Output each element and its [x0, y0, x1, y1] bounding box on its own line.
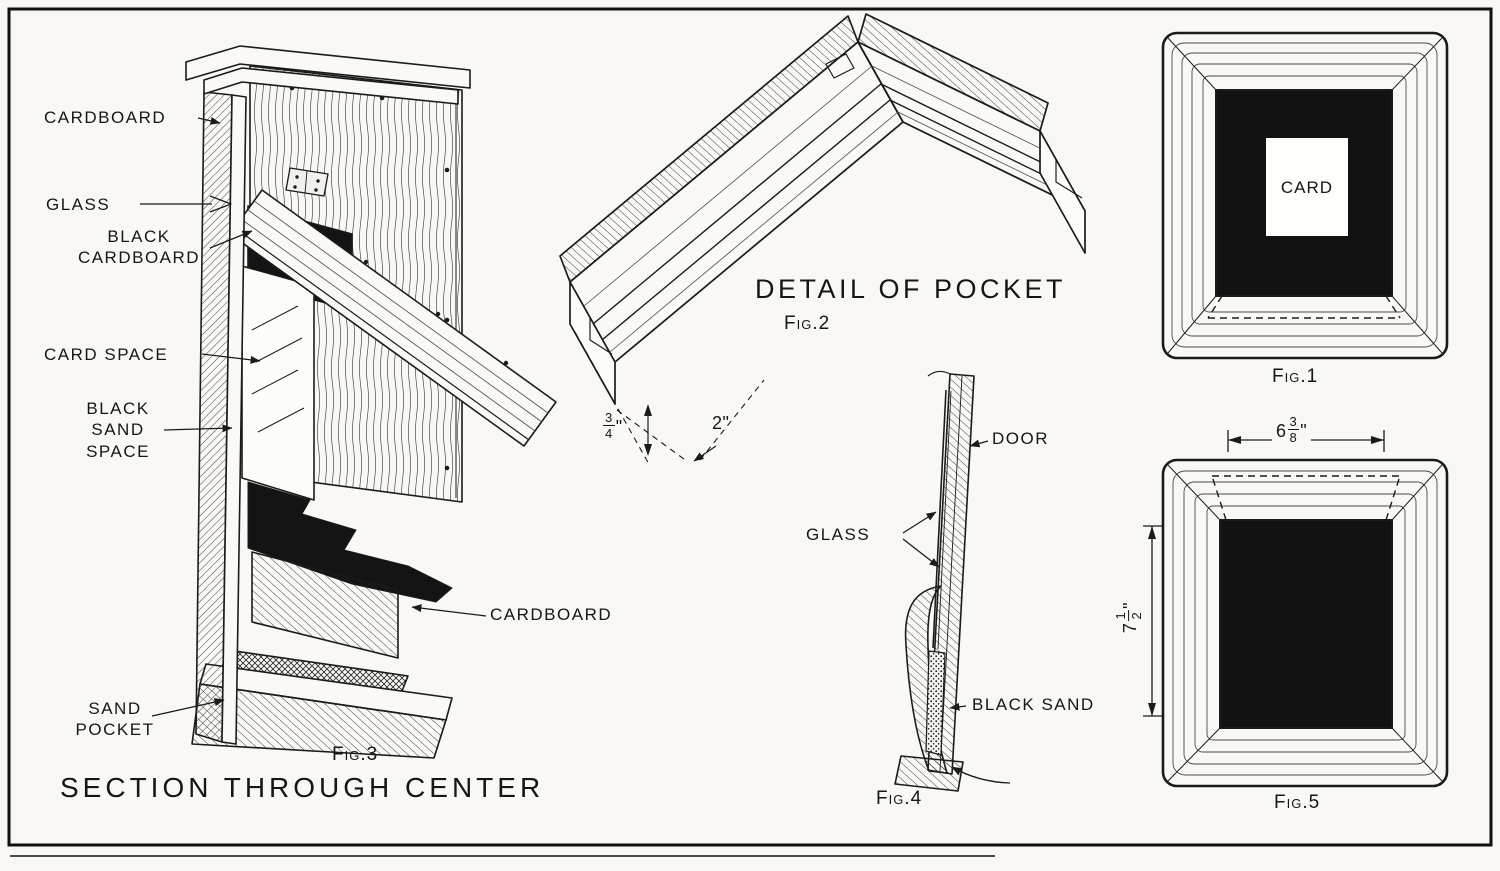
black-sand-pocket — [925, 650, 946, 756]
fig2-width-dimension: 2" — [712, 413, 730, 433]
hinge — [285, 167, 329, 197]
fig3-label-cardboard-lower: CARDBOARD — [490, 605, 613, 624]
fig4-caption: Fig.4 — [876, 788, 923, 809]
plate-border — [7, 7, 1493, 857]
fig2-title: DETAIL OF POCKET — [755, 274, 1067, 304]
fig4-label-black-sand: BLACK SAND — [972, 695, 1095, 714]
fig1-drawing — [1161, 31, 1449, 360]
fig4-label-glass: GLASS — [806, 525, 871, 544]
hidden-pocket-dashes-top — [1211, 475, 1401, 521]
fig2-extension-lines — [574, 331, 765, 467]
fig5-caption: Fig.5 — [1274, 792, 1321, 813]
fig5-drawing — [1143, 430, 1449, 788]
fig5-dim-lines — [1143, 430, 1385, 717]
card-space-glass — [241, 265, 315, 501]
hinged-flap — [229, 167, 557, 447]
glass-pane — [932, 389, 952, 650]
fig2-dim-arrows — [644, 404, 717, 462]
fig3-label-black-cardboard: BLACK CARDBOARD — [77, 227, 201, 268]
fig3-label-glass: GLASS — [46, 195, 111, 214]
fig3-label-black-sand-space: BLACK SAND SPACE — [86, 399, 150, 461]
fig4-label-door: DOOR — [992, 429, 1049, 448]
fig3-label-cardboard-top: CARDBOARD — [44, 108, 167, 127]
fig3-leaders — [140, 116, 487, 717]
fig1-card-label: CARD — [1280, 178, 1334, 197]
black-sand-front — [1219, 519, 1393, 729]
fig4-drawing — [894, 370, 1011, 792]
lower-cardboard — [251, 551, 399, 659]
fig2-drawing — [559, 13, 1086, 467]
fig3-drawing — [140, 45, 557, 759]
fig3-caption: Fig.3 — [332, 744, 379, 765]
card-front — [1266, 138, 1348, 236]
fig3-label-sand-pocket: SAND POCKET — [75, 699, 155, 740]
fig1-caption: Fig.1 — [1272, 366, 1319, 387]
hidden-pocket-dashes — [1207, 295, 1401, 319]
fig4-leaders — [902, 439, 1011, 784]
fig3-label-card-space: CARD SPACE — [44, 345, 169, 364]
fig2-caption: Fig.2 — [784, 313, 831, 334]
fig3-title: SECTION THROUGH CENTER — [60, 772, 545, 803]
